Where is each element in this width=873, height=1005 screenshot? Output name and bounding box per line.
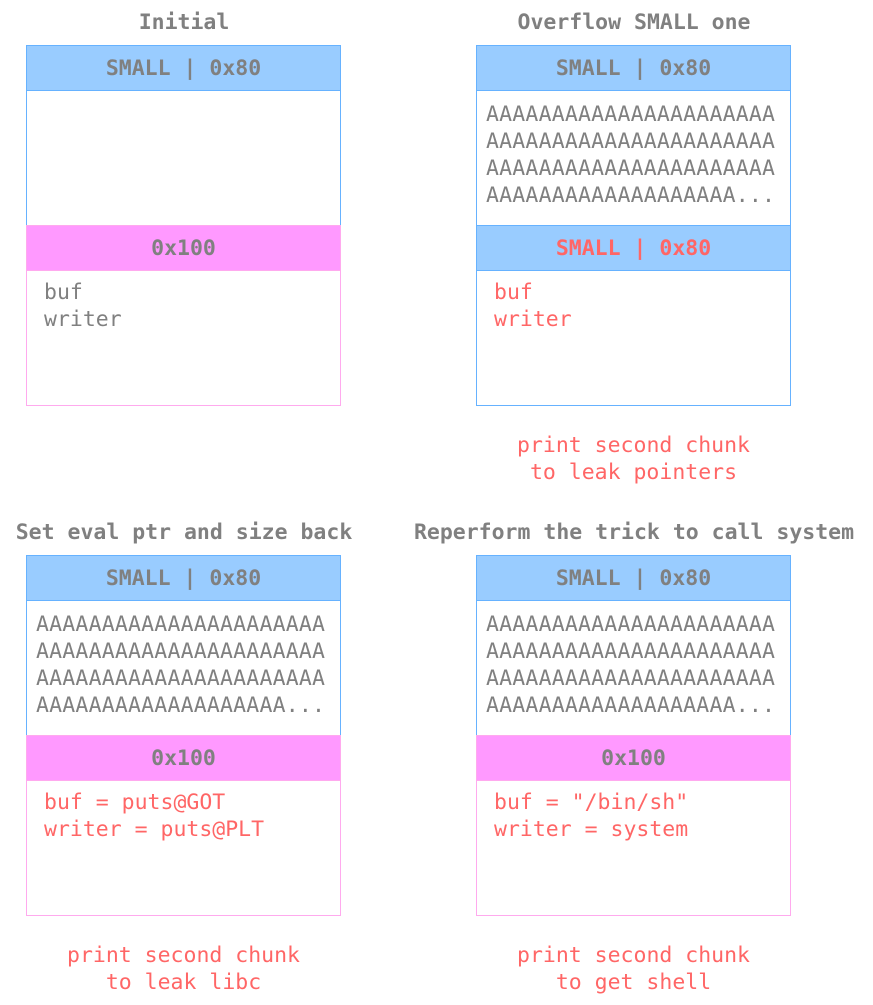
large-chunk-body: buf writer: [26, 271, 341, 406]
overflow-data: AAAAAAAAAAAAAAAAAAAAAA AAAAAAAAAAAAAAAAA…: [476, 601, 791, 736]
fake-chunk-body: buf writer: [476, 271, 791, 406]
small-chunk-body: [26, 91, 341, 226]
large-chunk-header: 0x100: [26, 735, 341, 781]
caption-reperform: print second chunk to get shell: [517, 943, 750, 995]
panel-title-reperform: Reperform the trick to call system: [413, 520, 855, 545]
large-chunk-body: buf = puts@GOT writer = puts@PLT: [26, 781, 341, 916]
caption-overflow: print second chunk to leak pointers: [517, 433, 750, 485]
heap-panel-reperform: SMALL | 0x80 AAAAAAAAAAAAAAAAAAAAAA AAAA…: [476, 555, 791, 916]
overflow-data: AAAAAAAAAAAAAAAAAAAAAA AAAAAAAAAAAAAAAAA…: [476, 91, 791, 226]
small-chunk-header: SMALL | 0x80: [26, 45, 341, 91]
caption-set-eval: print second chunk to leak libc: [67, 943, 300, 995]
panel-title-initial: Initial: [138, 10, 230, 35]
heap-panel-overflow: SMALL | 0x80 AAAAAAAAAAAAAAAAAAAAAA AAAA…: [476, 45, 791, 406]
heap-panel-initial: SMALL | 0x80 0x100 buf writer: [26, 45, 341, 406]
small-chunk-header: SMALL | 0x80: [476, 555, 791, 601]
panel-title-overflow: Overflow SMALL one: [517, 10, 751, 35]
heap-panel-set-eval: SMALL | 0x80 AAAAAAAAAAAAAAAAAAAAAA AAAA…: [26, 555, 341, 916]
large-chunk-header: 0x100: [26, 225, 341, 271]
small-chunk-header: SMALL | 0x80: [26, 555, 341, 601]
large-chunk-header: 0x100: [476, 735, 791, 781]
panel-title-set-eval: Set eval ptr and size back: [15, 520, 353, 545]
large-chunk-body: buf = "/bin/sh" writer = system: [476, 781, 791, 916]
small-chunk-header: SMALL | 0x80: [476, 45, 791, 91]
overflow-data: AAAAAAAAAAAAAAAAAAAAAA AAAAAAAAAAAAAAAAA…: [26, 601, 341, 736]
fake-small-chunk-header: SMALL | 0x80: [476, 225, 791, 271]
